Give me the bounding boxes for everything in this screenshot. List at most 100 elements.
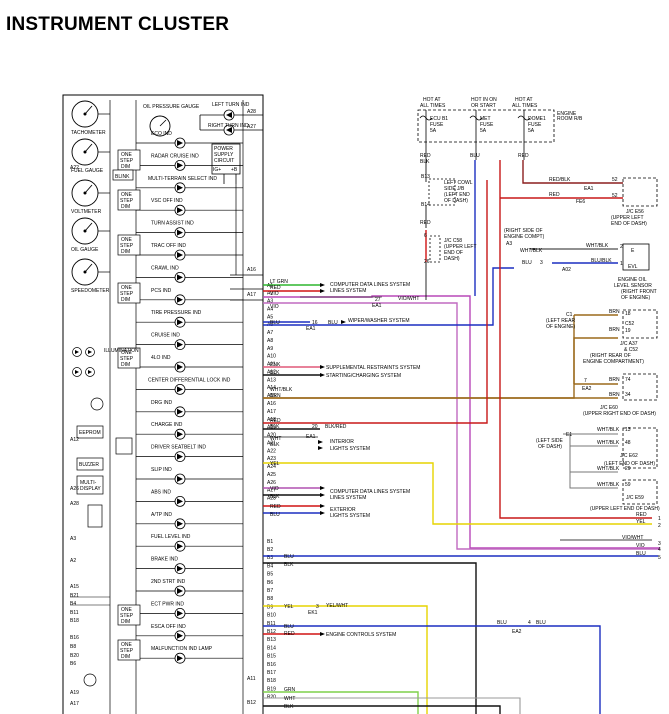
left-pin-a17: A17 <box>70 701 79 707</box>
wire-a18-color: BLK <box>270 424 280 430</box>
indicator-label-10: CRUISE IND <box>151 333 180 339</box>
pin-b4: B4 <box>267 563 273 569</box>
pin-b12-side: B12 <box>247 700 256 706</box>
left-pin-b6: B6 <box>70 661 76 667</box>
e56-pin-52b: 52 <box>612 193 618 199</box>
cluster-connector-pins: A1A2A3A4A5A6A7A8A9A10A11A12A13A14A15A16A… <box>230 184 276 706</box>
evl-pin-2: 2 <box>620 244 623 250</box>
pin-a19: A19 <box>267 425 276 431</box>
label-wht-blk-1: WHT/BLK <box>597 427 620 433</box>
gauge-volt: VOLTMETER <box>71 179 110 215</box>
left-pin-b4: B4 <box>70 601 76 607</box>
multi-display-label-1: MULTI- <box>80 480 97 486</box>
pin-a14: A14 <box>267 385 276 391</box>
indicator-label-13: DRG IND <box>151 400 173 406</box>
wire-a14-color: WHT/BLK <box>270 387 293 393</box>
e56-desc-1: (UPPER LEFT <box>611 215 644 221</box>
step-dim-dim-2: DIM <box>121 249 130 255</box>
wire-harness <box>263 160 660 714</box>
label-e7: 7 <box>584 378 587 384</box>
indicator-label-8: PCS IND <box>151 288 172 294</box>
label-vio-wht: VIO/WHT <box>398 296 419 302</box>
pin-b2: B2 <box>267 547 273 553</box>
step-dim-step-1: STEP <box>120 198 134 204</box>
indicator-label-24: MALFUNCTION IND LAMP <box>151 646 213 652</box>
indicator-18: A/TP IND <box>136 512 243 530</box>
indicator-20: BRAKE IND <box>136 557 243 574</box>
label-a3-pin: A3 <box>506 241 512 247</box>
pin-b10: B10 <box>267 613 276 619</box>
label-brn-1: BRN <box>609 309 620 315</box>
cowl-label-1: LEFT COWL <box>444 180 473 186</box>
evl-e: E <box>631 248 635 254</box>
gauge-oil: OIL GAUGE <box>71 217 110 253</box>
dest-exterior-b: LIGHTS SYSTEM <box>330 513 370 519</box>
fuse-block: HOT AT ALL TIMES HOT IN ON OR START HOT … <box>417 97 583 165</box>
eeprom-box <box>76 425 104 439</box>
step-dim-dim-6: DIM <box>121 654 130 660</box>
pin-a23: A23 <box>267 456 276 462</box>
pin-a11-side: A11 <box>247 676 256 682</box>
left-pin-a19: A19 <box>70 690 79 696</box>
gauge-label-tach: TACHOMETER <box>71 130 106 136</box>
wire-a1-color: LT GRN <box>270 279 288 285</box>
left-side-1: (LEFT SIDE <box>536 438 564 444</box>
label-20: 20 <box>312 424 318 430</box>
step-dim-step-3: STEP <box>120 291 134 297</box>
power-supply-box <box>211 143 241 175</box>
pin-a7: A7 <box>267 330 273 336</box>
fuse3-wire-red: RED <box>518 153 529 159</box>
label-ea1-c: EA1 <box>306 434 316 440</box>
indicator-label-20: BRAKE IND <box>151 557 178 563</box>
e60-pin-74: 74 <box>625 377 631 383</box>
left-pin-b21: B21 <box>70 593 79 599</box>
e60-pin-34: 34 <box>625 392 631 398</box>
indicator-label-5: TURN ASSIST IND <box>151 221 194 227</box>
step-dim-one-3: ONE <box>121 285 133 291</box>
dest-wiper: WIPER/WASHER SYSTEM <box>348 318 410 324</box>
e60-name: J/C E60 <box>600 405 618 411</box>
pin-b15: B15 <box>267 654 276 660</box>
step-dim-one-5: ONE <box>121 607 133 613</box>
indicator-label-17: ABS IND <box>151 489 171 495</box>
fuse-amp-2: 5A <box>528 128 535 134</box>
wire-a20-color: BLK <box>270 442 280 448</box>
indicator-label-11: 4LO IND <box>151 355 171 361</box>
step-dim-box-1 <box>117 189 141 211</box>
indicator-5: TURN ASSIST IND <box>136 221 243 239</box>
gauge-speed: SPEEDOMETER <box>71 258 110 294</box>
label-wht-blk-3: WHT/BLK <box>597 466 620 472</box>
label-27: 27 <box>375 297 381 303</box>
e56-desc-2: END OF DASH) <box>611 221 647 227</box>
label-wht-blk-evl: WHT/BLK <box>586 243 609 249</box>
indicator-21: 2ND STRT IND <box>136 579 243 597</box>
indicator-label-4: VSC OFF IND <box>151 198 183 204</box>
indicator-9: TIRE PRESSURE IND <box>136 310 243 328</box>
bus-pin-5: 5 <box>658 555 661 561</box>
power-supply-label-1: POWER <box>214 146 233 152</box>
left-pin-b8: B8 <box>70 644 76 650</box>
wire-b11-color: BLU <box>284 624 294 630</box>
pin-a21: A21 <box>267 440 276 446</box>
pin-b18: B18 <box>267 678 276 684</box>
pin-a16: A16 <box>267 401 276 407</box>
indicator-label-9: TIRE PRESSURE IND <box>151 310 202 316</box>
e62-pin-29: 29 <box>625 466 631 472</box>
wire-a28-color: BLK <box>270 494 280 500</box>
bus-red: RED <box>636 512 647 518</box>
left-pin-b11: B11 <box>70 610 79 616</box>
step-dim-dim-1: DIM <box>121 204 130 210</box>
label-yel-wht: YEL/WHT <box>326 603 348 609</box>
engine-room-rb-1: ENGINE <box>557 111 577 117</box>
pin-b7: B7 <box>267 588 273 594</box>
left-rear-1: (LEFT REAR <box>546 318 575 324</box>
label-ea2-b11: EA2 <box>512 629 522 635</box>
pin-b6: B6 <box>267 580 273 586</box>
indicator-label-6: TRAC OFF IND <box>151 243 186 249</box>
indicator-label-15: DRIVER SEATBELT IND <box>151 445 206 451</box>
dest-computer-data-a: COMPUTER DATA LINES SYSTEM <box>330 282 410 288</box>
indicator-label-14: CHARGE IND <box>151 422 183 428</box>
wire-a12-color: BLK <box>270 370 280 376</box>
fuse2-wire-blu: BLU <box>470 153 480 159</box>
